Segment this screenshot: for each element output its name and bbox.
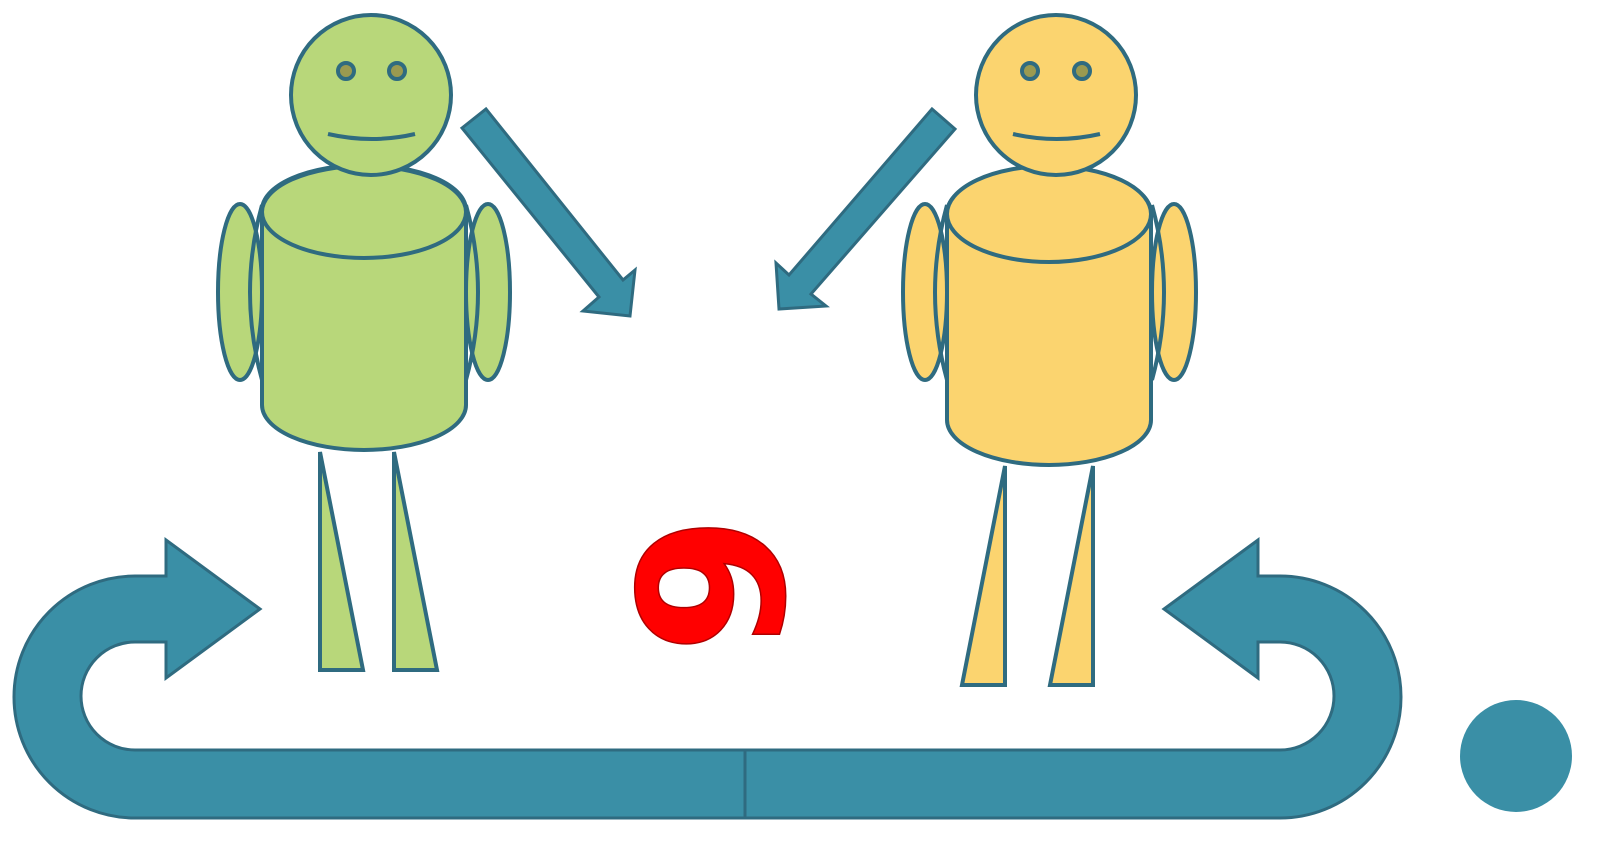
right-person-eye-left bbox=[1022, 63, 1038, 79]
left-person-head bbox=[291, 15, 451, 175]
left-person-leg-right bbox=[394, 452, 437, 670]
left-person bbox=[218, 15, 510, 670]
right-person-torso-top bbox=[947, 166, 1151, 262]
right-person bbox=[903, 15, 1196, 685]
bullet-dot bbox=[1460, 700, 1572, 812]
right-person-leg-right bbox=[1050, 466, 1093, 685]
right-person-head bbox=[976, 15, 1136, 175]
right-person-eye-right bbox=[1074, 63, 1090, 79]
center-label: 6 bbox=[590, 515, 823, 654]
right-person-leg-left bbox=[962, 466, 1005, 685]
left-person-eye-right bbox=[389, 63, 405, 79]
left-person-leg-left bbox=[320, 452, 363, 670]
left-person-eye-left bbox=[338, 63, 354, 79]
left-person-torso-top bbox=[262, 166, 466, 258]
